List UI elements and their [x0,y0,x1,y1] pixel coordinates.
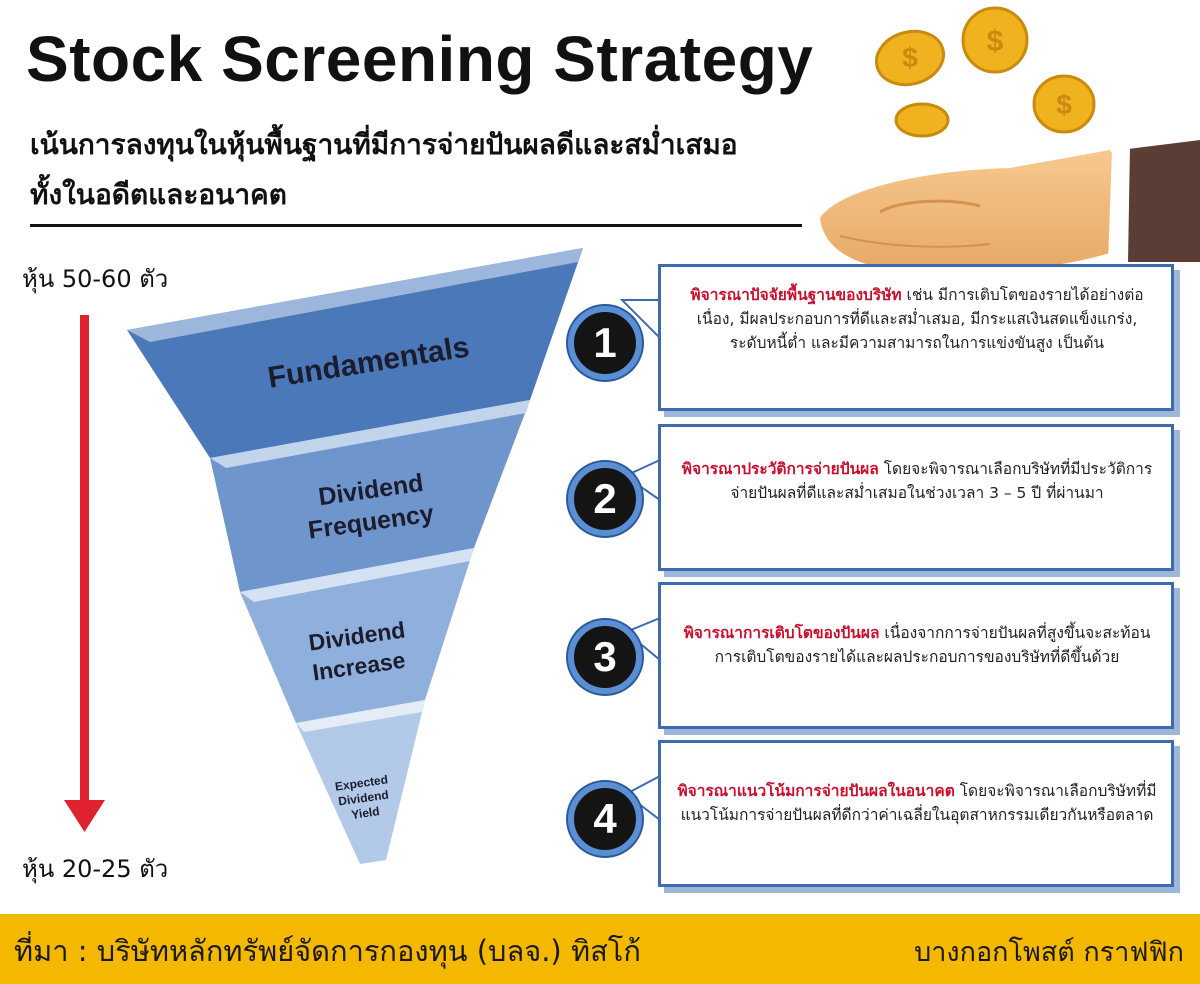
step-2-heading: พิจารณาประวัติการจ่ายปันผล [681,460,879,478]
page-title: Stock Screening Strategy [26,23,814,95]
step-2-text: โดยจะพิจารณาเลือกบริษัทที่มีประวัติการจ่… [730,460,1153,502]
step-box-3: พิจารณาการเติบโตของปันผล เนื่องจากการจ่า… [658,582,1174,729]
step-4-heading: พิจารณาแนวโน้มการจ่ายปันผลในอนาคต [677,782,955,800]
funnel-label-4b: Dividend [337,788,389,809]
count-top-label: หุ้น 50-60 ตัว [22,265,169,293]
count-bottom-label: หุ้น 20-25 ตัว [22,855,169,883]
funnel-diagram [127,248,583,864]
svg-text:$: $ [902,42,918,73]
step-1-text: เช่น มีการเติบโตของรายได้อย่างต่อเนื่อง,… [696,286,1144,352]
step-box-1: พิจารณาปัจจัยพื้นฐานของบริษัท เช่น มีการ… [658,264,1174,411]
downward-arrow-icon [64,315,105,832]
step-4-text: โดยจะพิจารณาเลือกบริษัทที่มีแนวโน้มการจ่… [680,782,1157,824]
coin-icon: $ [874,29,946,87]
hand-icon [820,140,1200,274]
step-3-heading: พิจารณาการเติบโตของปันผล [683,624,880,642]
coin-icon: $ [1032,74,1096,134]
coin-icon: $ [961,6,1029,74]
step-number-3: 3 [568,620,642,694]
step-3-text: เนื่องจากการจ่ายปันผลที่สูงขึ้นจะสะท้อนก… [714,624,1151,666]
step-1-heading: พิจารณาปัจจัยพื้นฐานของบริษัท [690,286,902,304]
step-number-1: 1 [568,306,642,380]
funnel-layer-fundamentals [127,248,583,458]
svg-text:$: $ [1056,89,1072,120]
footer-bar: ที่มา : บริษัทหลักทรัพย์จัดการกองทุน (บล… [0,914,1200,984]
coin-icon [894,102,950,138]
subtitle-line-1: เน้นการลงทุนในหุ้นพื้นฐานที่มีการจ่ายปัน… [30,128,738,161]
title-divider [30,224,802,227]
source-text: ที่มา : บริษัทหลักทรัพย์จัดการกองทุน (บล… [14,934,641,968]
funnel-label-4c: Yield [350,804,380,822]
page-subtitle: เน้นการลงทุนในหุ้นพื้นฐานที่มีการจ่ายปัน… [30,120,738,220]
subtitle-line-2: ทั้งในอดีตและอนาคต [30,178,287,211]
svg-text:$: $ [987,25,1004,58]
step-number-4: 4 [568,782,642,856]
step-number-2: 2 [568,462,642,536]
funnel-layer-expected-dividend-yield [296,700,425,864]
graphic-credit: บางกอกโพสต์ กราฟฟิก [914,937,1184,968]
step-box-4: พิจารณาแนวโน้มการจ่ายปันผลในอนาคต โดยจะพ… [658,740,1174,887]
step-box-2: พิจารณาประวัติการจ่ายปันผล โดยจะพิจารณาเ… [658,424,1174,571]
